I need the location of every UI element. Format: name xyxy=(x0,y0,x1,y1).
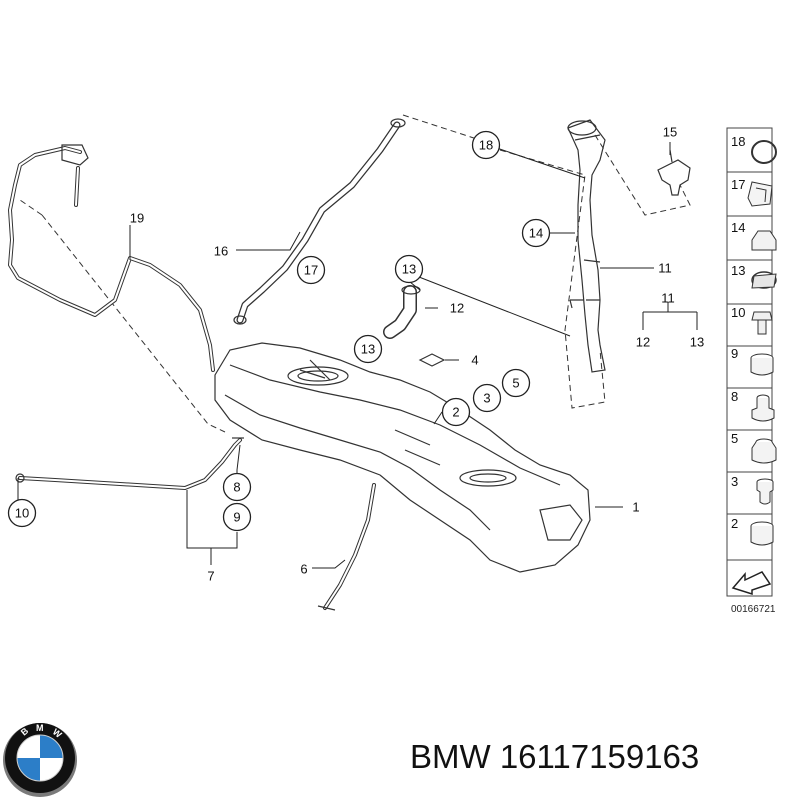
svg-text:13: 13 xyxy=(361,342,375,357)
label-19: 19 xyxy=(130,211,144,226)
vent-pipe-16 xyxy=(233,118,406,325)
callout-14: 14 xyxy=(521,218,551,248)
label-6: 6 xyxy=(300,562,307,577)
label-12a: 12 xyxy=(636,335,650,350)
leader-lines xyxy=(17,142,698,569)
callout-3: 3 xyxy=(472,383,502,413)
hose-clamp-icon xyxy=(751,271,777,289)
parts-legend: 18 17 14 13 10 9 8 xyxy=(726,127,777,597)
svg-text:9: 9 xyxy=(731,346,738,361)
svg-text:17: 17 xyxy=(731,177,745,192)
label-4: 4 xyxy=(471,353,478,368)
svg-text:10: 10 xyxy=(15,506,29,521)
svg-text:10: 10 xyxy=(731,305,745,320)
callout-10: 10 xyxy=(7,498,37,528)
callout-13b: 13 xyxy=(353,334,383,364)
bushing-icon xyxy=(751,394,775,422)
nut-icon xyxy=(751,230,777,251)
strap-6 xyxy=(317,483,376,611)
o-ring-icon xyxy=(751,140,777,164)
elbow-hose-12 xyxy=(383,285,421,339)
bushing-icon xyxy=(756,478,774,505)
label-11a: 11 xyxy=(658,261,672,276)
callout-17: 17 xyxy=(296,255,326,285)
svg-text:3: 3 xyxy=(483,391,490,406)
svg-text:13: 13 xyxy=(731,263,745,278)
svg-text:3: 3 xyxy=(731,474,738,489)
dashed-outline-vent xyxy=(594,134,691,216)
dashed-assembly-outline-left xyxy=(19,199,226,433)
label-15: 15 xyxy=(663,125,677,140)
callout-5: 5 xyxy=(501,368,531,398)
svg-text:9: 9 xyxy=(233,510,240,525)
callout-8: 8 xyxy=(222,472,252,502)
valve-15 xyxy=(657,149,691,196)
callout-9: 9 xyxy=(222,502,252,532)
grommet-icon xyxy=(750,521,774,546)
svg-text:8: 8 xyxy=(233,480,240,495)
dashed-assembly-outline-right xyxy=(402,114,606,409)
document-id: 00166721 xyxy=(731,604,776,615)
grommet-icon xyxy=(750,353,774,376)
svg-text:18: 18 xyxy=(731,134,745,149)
pad-4 xyxy=(418,353,446,367)
grommet-icon xyxy=(751,438,777,464)
svg-text:14: 14 xyxy=(529,226,543,241)
svg-text:M: M xyxy=(36,723,44,733)
svg-text:5: 5 xyxy=(731,431,738,446)
svg-text:14: 14 xyxy=(731,220,745,235)
label-12b: 12 xyxy=(450,301,464,316)
clip-icon xyxy=(747,181,773,207)
part-number-caption: BMW 16117159163 xyxy=(410,738,700,775)
label-13c: 13 xyxy=(690,335,704,350)
filler-neck-11 xyxy=(567,119,606,373)
callout-2: 2 xyxy=(441,397,471,427)
arrow-icon xyxy=(731,571,772,596)
svg-text:2: 2 xyxy=(452,405,459,420)
svg-text:18: 18 xyxy=(479,138,493,153)
svg-text:8: 8 xyxy=(731,389,738,404)
bolt-icon xyxy=(751,311,773,335)
callout-13a: 13 xyxy=(394,254,424,284)
callout-18: 18 xyxy=(471,130,501,160)
label-7: 7 xyxy=(207,569,214,584)
bmw-logo: B M W xyxy=(3,723,77,797)
svg-text:2: 2 xyxy=(731,516,738,531)
svg-text:B: B xyxy=(19,725,31,737)
label-1: 1 xyxy=(632,500,639,515)
label-16: 16 xyxy=(214,244,228,259)
fuel-tank-1 xyxy=(214,342,591,573)
svg-text:5: 5 xyxy=(512,376,519,391)
vent-line-19 xyxy=(8,144,215,372)
svg-text:13: 13 xyxy=(402,262,416,277)
svg-text:17: 17 xyxy=(304,263,318,278)
label-11b: 11 xyxy=(661,291,675,306)
fuel-line-10 xyxy=(15,437,244,490)
